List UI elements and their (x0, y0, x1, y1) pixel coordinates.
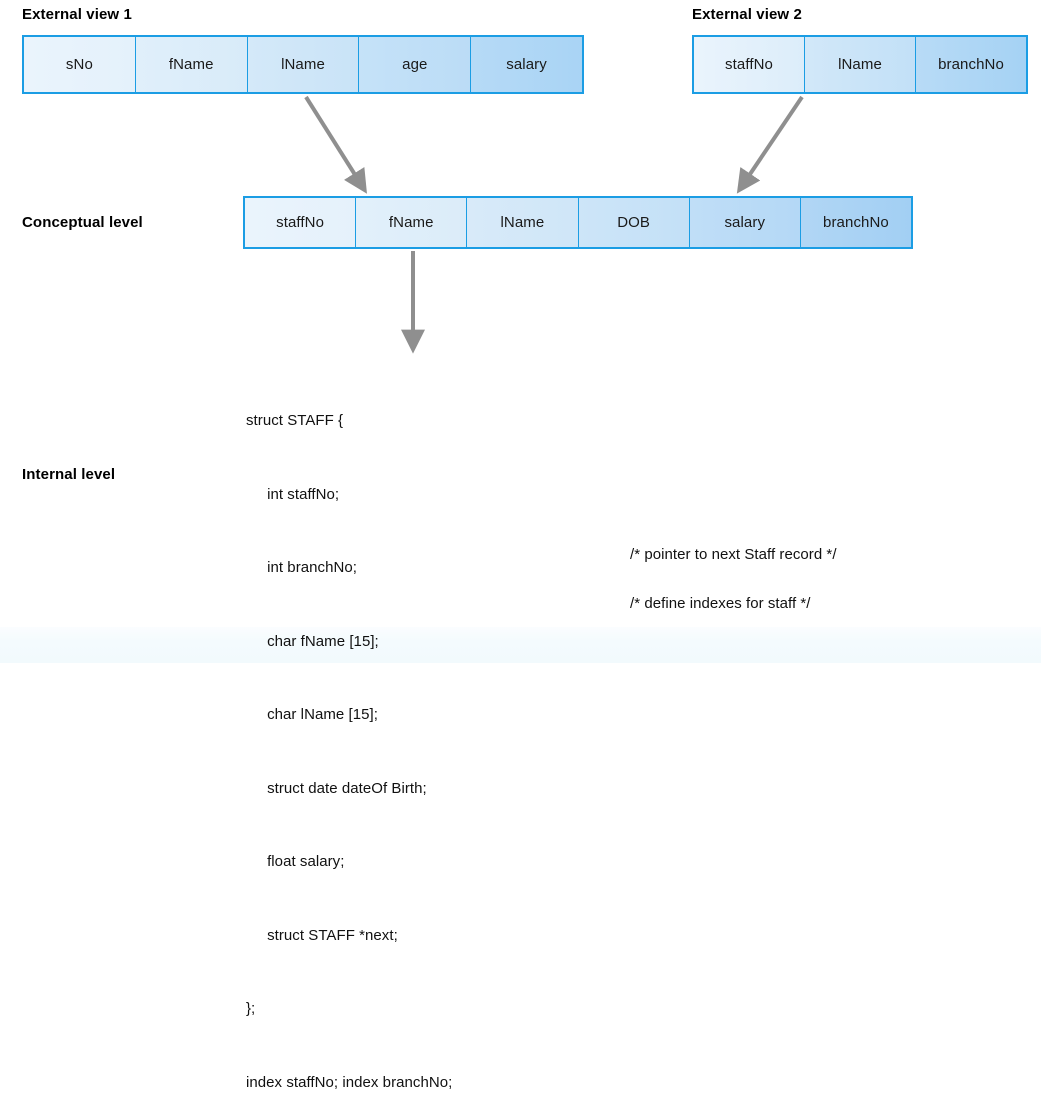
attr-cell-staffno[interactable]: staffNo (245, 198, 357, 247)
code-line: char fName [15]; (246, 632, 379, 650)
code-comment-pointer: /* pointer to next Staff record */ (630, 546, 837, 563)
conceptual-level-label: Conceptual level (22, 214, 143, 231)
attr-cell-lname[interactable]: lName (247, 37, 360, 92)
attr-cell-salary[interactable]: salary (689, 198, 801, 247)
arrow-layer (304, 95, 804, 354)
code-comment-indexes: /* define indexes for staff */ (630, 595, 811, 612)
attr-cell-branchno[interactable]: branchNo (800, 198, 912, 247)
code-line: }; (246, 1000, 256, 1017)
internal-level-label: Internal level (22, 466, 116, 483)
arrow-view1-lname-to-conceptual-fname (304, 95, 367, 194)
code-line: struct STAFF { (246, 412, 344, 429)
code-line: int staffNo; (246, 485, 340, 503)
attr-cell-branchno[interactable]: branchNo (916, 37, 1026, 92)
attr-cell-fname[interactable]: fName (135, 37, 248, 92)
code-line: index staffNo; index branchNo; (246, 1073, 453, 1091)
code-line: int branchNo; (246, 559, 357, 576)
attr-cell-lname[interactable]: lName (467, 198, 579, 247)
attr-cell-staffno[interactable]: staffNo (694, 37, 805, 92)
bottom-band (0, 627, 1041, 663)
attr-cell-fname[interactable]: fName (356, 198, 468, 247)
attr-cell-dob[interactable]: DOB (578, 198, 690, 247)
attr-cell-lname[interactable]: lName (805, 37, 916, 92)
attr-cell-age[interactable]: age (359, 37, 472, 92)
external-view-1-label: External view 1 (22, 6, 132, 23)
internal-level-code: struct STAFF { int staffNo; int branchNo… (246, 360, 452, 1120)
code-line: char lName [15]; (246, 706, 378, 723)
code-line: float salary; (246, 853, 345, 870)
code-line: struct STAFF *next; (246, 926, 398, 944)
conceptual-level-table: staffNo fName lName DOB salary branchNo (243, 196, 913, 249)
external-view-2-table: staffNo lName branchNo (692, 35, 1028, 94)
attr-cell-salary[interactable]: salary (471, 37, 582, 92)
external-view-1-table: sNo fName lName age salary (22, 35, 584, 94)
arrow-view2-staffno-to-conceptual-salary (736, 95, 804, 194)
attr-cell-sno[interactable]: sNo (24, 37, 136, 92)
external-view-2-label: External view 2 (692, 6, 802, 23)
code-line: struct date dateOf Birth; (246, 779, 427, 797)
